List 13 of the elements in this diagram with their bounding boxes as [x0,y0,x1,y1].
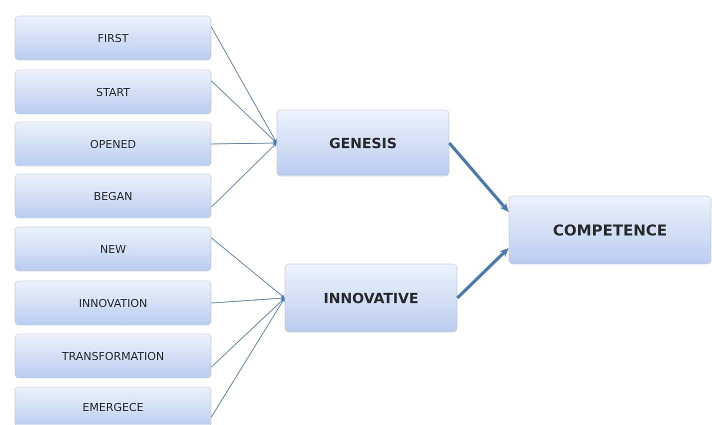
term-box: NEW [14,226,212,272]
term-box: TRANSFORMATION [14,334,212,378]
concept-box: COMPETENCE [508,196,712,264]
term-box: FIRST [14,16,212,60]
term-box: START [14,70,212,114]
term-box: BEGAN [14,174,212,218]
arrow [210,298,285,418]
arrow [210,26,277,143]
term-box: INNOVATION [14,280,212,326]
term-box: OPENED [14,122,212,166]
concept-box: GENESIS [276,110,450,176]
concept-box: INNOVATIVE [284,264,458,332]
term-box: EMERGECE [14,386,212,425]
